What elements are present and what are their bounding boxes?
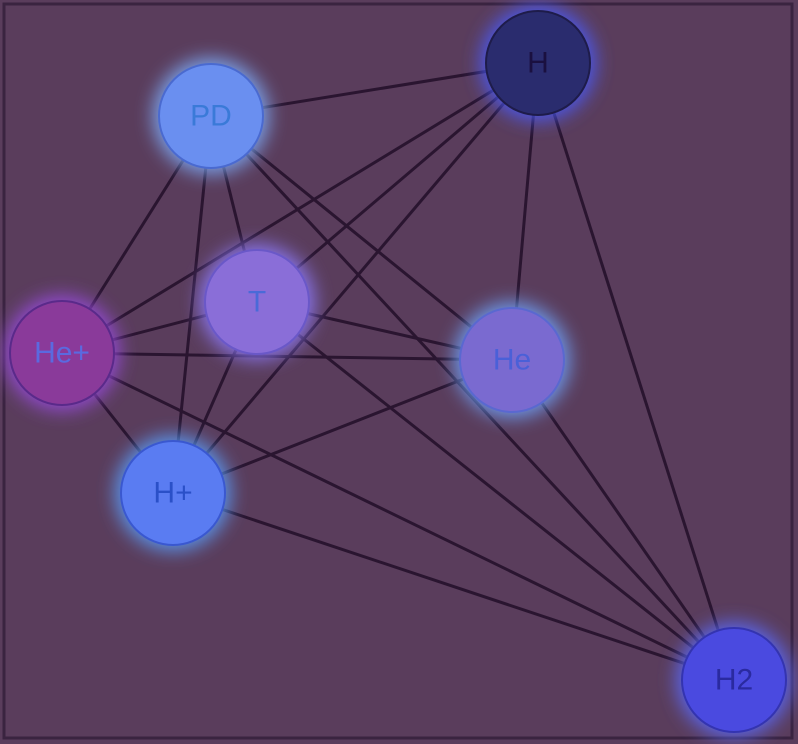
node-circle[interactable] [485, 10, 591, 116]
edge-h-t [256, 61, 539, 304]
edge-h-plus-h2 [172, 491, 735, 682]
node-h[interactable]: H [480, 5, 596, 121]
edge-pd-h-plus [171, 115, 213, 494]
node-label: H [527, 47, 549, 80]
node-h-plus[interactable]: H+ [115, 435, 231, 551]
node-label: PD [190, 100, 232, 133]
node-layer: H PD T He+ HeH+ H2 [4, 5, 792, 738]
node-circle[interactable] [158, 63, 264, 169]
node-circle[interactable] [120, 440, 226, 546]
node-t[interactable]: T [199, 244, 315, 360]
node-label: He+ [34, 337, 90, 370]
node-label: He [493, 344, 531, 377]
node-label: H2 [715, 664, 753, 697]
node-label: T [248, 286, 266, 319]
edge-h-h2 [536, 62, 736, 681]
node-h2[interactable]: H2 [676, 622, 792, 738]
edge-he-h2 [510, 359, 736, 681]
node-circle[interactable] [459, 307, 565, 413]
edge-pd-he [210, 114, 513, 362]
node-he[interactable]: He [454, 302, 570, 418]
edge-t-h2 [256, 300, 735, 682]
edge-he-plus-he [61, 351, 513, 362]
node-he-plus[interactable]: He+ [4, 295, 120, 411]
edge-h-he-plus [61, 61, 539, 355]
node-circle[interactable] [9, 300, 115, 406]
node-label: H+ [153, 477, 192, 510]
edge-he-plus-h2 [61, 351, 735, 682]
edge-layer [60, 61, 736, 682]
node-pd[interactable]: PD [153, 58, 269, 174]
edge-he-h-plus [172, 358, 513, 495]
edge-h-h-plus [171, 62, 540, 494]
node-circle[interactable] [681, 627, 787, 733]
node-circle[interactable] [204, 249, 310, 355]
